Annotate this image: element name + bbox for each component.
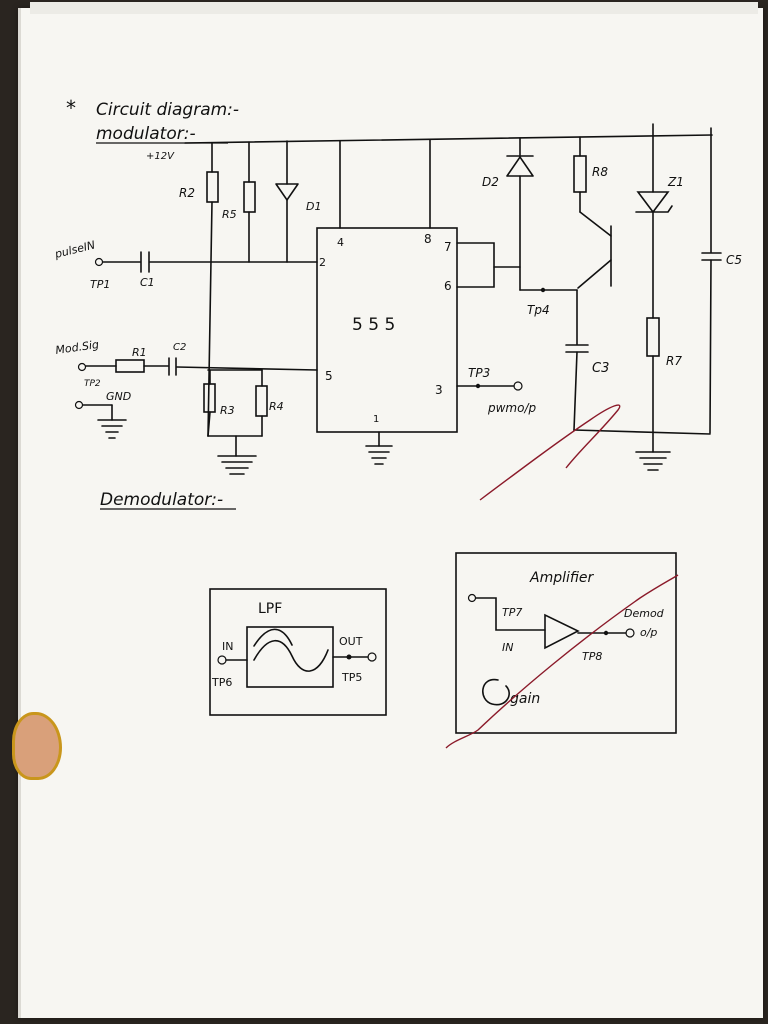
r7-resistor [646,317,660,357]
gain-knob-icon [482,678,510,706]
lpf-in-label: IN [222,640,233,653]
c3-label: C3 [592,361,609,376]
bullet-star: * [66,96,76,120]
lpf-wave-icon [253,639,329,672]
lpf-out-terminal [367,652,377,662]
amplifier-title: Amplifier [529,570,595,586]
demod-out-label: Demod [624,607,665,620]
notebook-page [18,8,763,1018]
red-pen-mark [479,404,621,501]
tp8-dot [603,630,609,636]
lpf-title: LPF [258,601,282,617]
r8-resistor [573,155,587,193]
r2-label: R2 [179,186,195,200]
r2-wire-bottom [207,201,213,437]
pin-5-label: 5 [325,369,333,383]
r1-label: R1 [132,346,147,359]
pin-8-label: 8 [424,232,432,246]
r5-resistor [243,181,256,213]
gain-label: gain [510,691,540,707]
pwm-out-label: pwmo/p [487,401,537,415]
pulse-in-label: pulseIN [53,238,97,261]
transistor-emitter [577,259,612,289]
lpf-in-terminal [217,655,227,665]
tp5-label: TP5 [341,671,362,684]
demodulator-heading: Demodulator:- [100,490,223,510]
gnd-label: GND [106,390,131,403]
c3-wire-bottom [573,351,578,431]
page-title: Circuit diagram:- [96,100,239,120]
tp2-label: TP2 [84,379,101,389]
tp1-label: TP1 [90,278,110,291]
ground-icon [635,451,671,471]
r2-resistor [206,171,219,203]
d2-label: D2 [482,175,499,189]
tp4-dot [540,287,546,293]
lpf-wave-icon-2 [253,628,293,647]
pwm-out-terminal [513,381,523,391]
tp3-dot [475,383,481,389]
r5-label: R5 [222,208,237,221]
supply-rail [184,134,713,144]
r7-label: R7 [666,354,682,368]
r3-wire-bottom [207,411,211,437]
amplifier-frame [455,552,677,734]
transistor-collector [579,211,612,237]
ground-rail [573,429,711,435]
amp-triangle [544,613,580,650]
amp-in-label: IN [502,641,513,654]
ground-icon [365,445,393,465]
lpf-out-dot [346,654,352,660]
tp7-label: TP7 [502,606,522,619]
pin-4-label: 4 [337,236,344,249]
lpf-block [246,626,334,688]
r4-label: R4 [269,400,284,413]
ic-555 [316,227,458,433]
pin-2-label: 2 [319,256,326,269]
ground-icon [97,419,127,439]
amp-in-wire [475,597,546,631]
pin-1-label: 1 [373,414,379,425]
lpf-frame [209,588,387,716]
d1-label: D1 [306,200,321,213]
lpf-out-label: OUT [339,635,363,648]
red-pen-mark [445,574,679,749]
pin5-wire [176,366,318,371]
demod-out-label-2: o/p [640,626,657,639]
r3-label: R3 [220,404,235,417]
supply-label: +12V [146,151,175,162]
tp1-terminal [94,257,104,267]
r1-resistor [115,359,145,373]
gnd-terminal [74,400,84,410]
pin-6-label: 6 [444,279,452,293]
tp2-terminal [77,362,87,372]
modulator-heading: modulator:- [96,124,196,144]
ic-label: 5 5 5 [352,315,395,335]
tp4-label: Tp4 [527,303,550,317]
r4-resistor [255,385,268,417]
pin6-7-loop [456,242,495,288]
r8-label: R8 [592,165,608,179]
c1-label: C1 [140,276,155,289]
tp8-label: TP8 [582,650,602,663]
page-edge [30,2,758,14]
z1-label: Z1 [667,175,684,189]
amp-out-terminal [625,628,635,638]
amp-in-terminal [467,593,477,603]
c5-label: C5 [726,253,742,267]
ground-icon [217,455,257,475]
thumb [12,712,62,780]
z1-zener [635,191,673,214]
d2-diode [506,155,534,177]
d1-diode [275,183,299,202]
pin-3-label: 3 [435,383,443,397]
c5-wire-bottom [709,259,712,434]
tp6-label: TP6 [211,676,232,689]
c2-label: C2 [173,342,186,353]
mod-sig-label: Mod.Sig [55,338,100,357]
tp3-label: TP3 [468,366,490,380]
pin-7-label: 7 [444,240,452,254]
